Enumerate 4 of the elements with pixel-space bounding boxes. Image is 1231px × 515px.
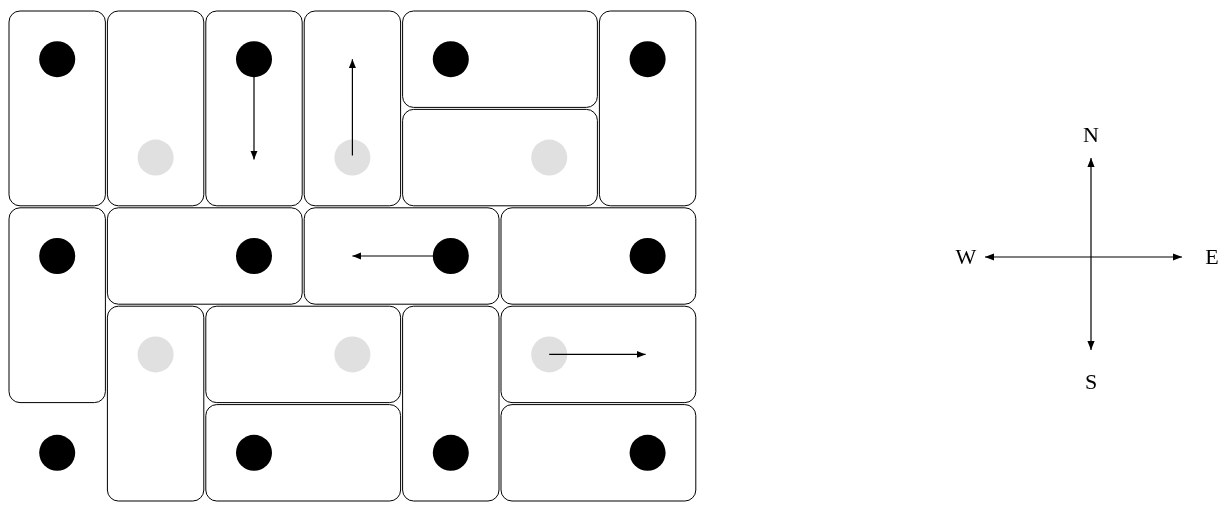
compass-label: E xyxy=(1205,246,1219,268)
compass-label: W xyxy=(955,246,977,268)
compass-label: N xyxy=(1083,124,1099,146)
compass-label: S xyxy=(1084,371,1098,393)
